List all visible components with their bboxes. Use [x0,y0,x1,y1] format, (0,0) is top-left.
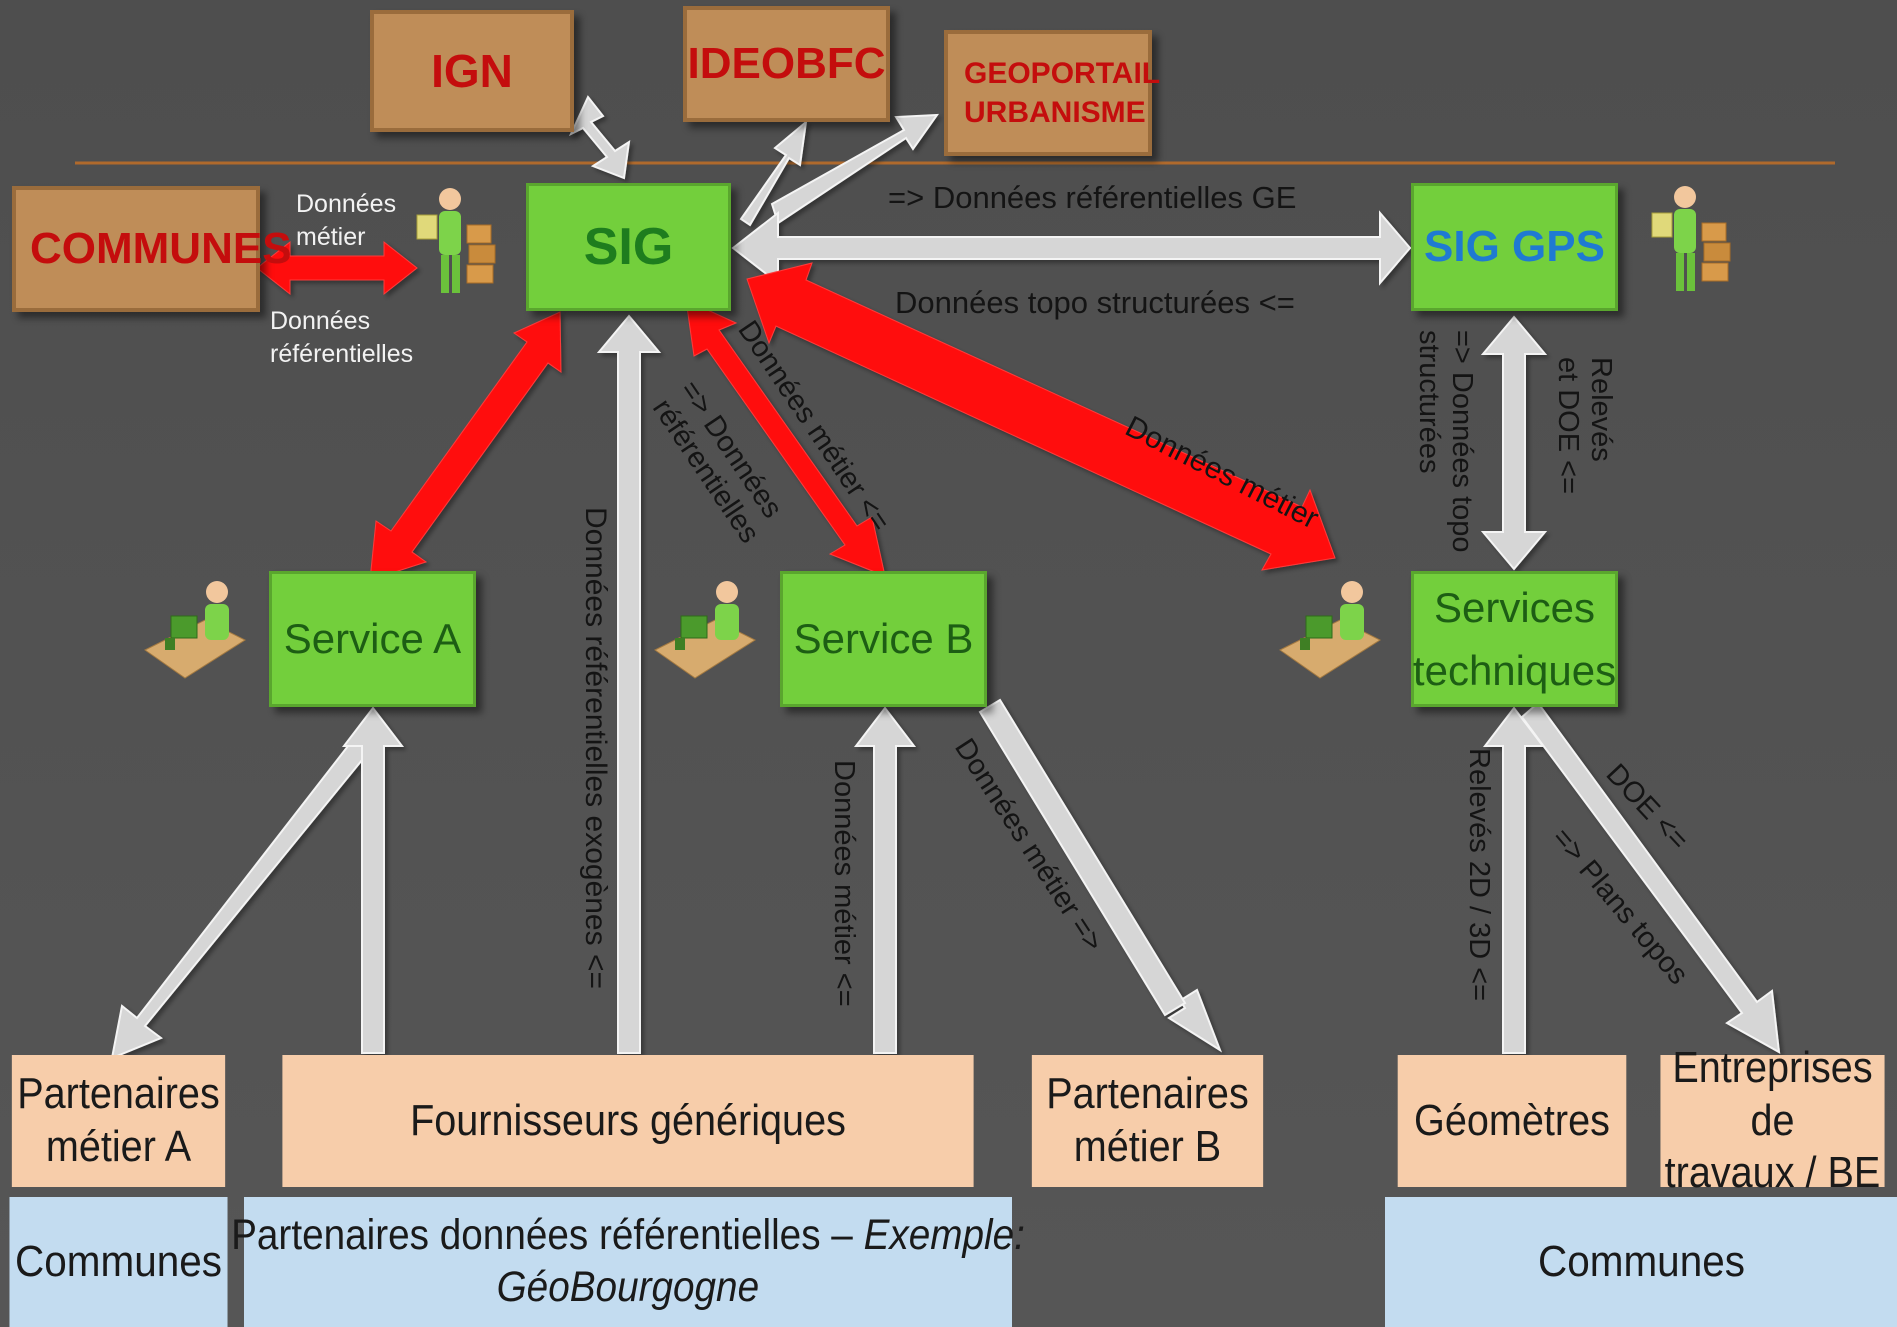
arrow-sig-servicestech [746,262,1336,571]
arrow-fournisseurs-servicea [341,706,405,1054]
arrow-fournisseurs-sig [596,314,662,1054]
geometres-box: Géomètres [1397,1055,1627,1187]
user-at-desk-icon [654,581,757,679]
user-at-desk-icon [1279,581,1382,679]
label-donnees-referentielles-top: Données référentielles [270,305,413,370]
geoportail-box: GEOPORTAIL URBANISME [944,30,1160,156]
arrow-services-entreprises [1520,701,1781,1054]
arrow-sig-ideobfc [739,119,808,227]
label-topo-down: => Données topo structurées [1411,330,1478,553]
communes-top-label: COMMUNES [30,224,292,273]
sig-node: SIG [526,183,731,311]
sig-gps-label: SIG GPS [1424,222,1605,271]
service-a-node: Service A [269,571,476,707]
partenaires-ref-line2: GéoBourgogne [496,1263,760,1311]
label-line: Données [270,307,371,335]
arrow-siggps-services [1480,315,1548,571]
services-techniques-label-line2: techniques [1412,647,1617,694]
fournisseurs-label: Fournisseurs génériques [410,1095,846,1145]
communes-left-box: Communes [9,1197,228,1327]
ign-label: IGN [431,45,513,97]
partenaires-a-line1: Partenaires [17,1069,220,1119]
service-b-label: Service B [793,615,974,662]
entreprises-line1: Entreprises de [1672,1042,1873,1145]
service-b-node: Service B [780,571,987,707]
label-donnees-metier-top: Données métier [296,188,396,253]
label-line: Relevés [1585,357,1617,462]
label-exogenes: Données référentielles exogènes <= [579,507,612,989]
entreprises-line2: travaux / BE [1664,1148,1881,1198]
arrow-serviceb-partenairesb-body [978,698,1187,1017]
user-with-books-icon [416,188,496,293]
geoportail-label-line2: URBANISME [964,96,1146,129]
arrow-servicea-partenaires [110,735,373,1060]
label-line: Données [296,190,397,218]
communes-top-box: COMMUNES [12,186,292,312]
geometres-label: Géomètres [1414,1095,1610,1145]
label-line: structurées [1412,330,1445,474]
label-metier-from-bottom: Données métier <= [828,760,860,1007]
services-techniques-label-line1: Services [1433,584,1596,631]
partenaires-b-line1: Partenaires [1046,1069,1249,1119]
communes-left-label: Communes [15,1236,222,1286]
arrow-sig-geoportail [770,113,939,225]
label-line: et DOE <= [1551,357,1584,495]
sig-gps-node: SIG GPS [1411,183,1618,311]
ideobfc-label: IDEOBFC [687,39,886,88]
partenaires-ref-example: Exemple: [863,1211,1025,1260]
label-line: => Données topo [1446,330,1478,553]
fournisseurs-box: Fournisseurs génériques [282,1055,974,1187]
partenaires-ref-line1: Partenaires données référentielles – Exe… [231,1210,1025,1262]
partenaires-ref-box: Partenaires données référentielles – Exe… [231,1197,1025,1327]
user-with-books-icon [1651,186,1731,291]
ideobfc-box: IDEOBFC [683,6,890,122]
label-line: métier [296,222,366,251]
arrow-fournisseurs-serviceb [853,706,917,1054]
user-at-desk-icon [144,581,247,679]
arrow-sig-siggps [731,210,1412,286]
geoportail-label-line1: GEOPORTAIL [964,57,1161,90]
label-ref-ge: => Données référentielles GE [888,180,1297,215]
partenaires-ref-line1-text: Partenaires données référentielles – [231,1211,864,1260]
communes-right-box: Communes [1385,1197,1897,1327]
arrow-ign-sig [568,95,631,180]
communes-right-label: Communes [1537,1236,1745,1286]
label-topo-struct: Données topo structurées <= [895,285,1295,320]
sig-label: SIG [583,218,674,276]
label-releves-2d3d: Relevés 2D / 3D <= [1463,748,1495,1002]
arrow-communes-metier [256,240,418,296]
partenaires-a-line2: métier A [45,1122,192,1171]
partenaires-a-box: Partenaires métier A [11,1055,226,1187]
partenaires-b-box: Partenaires métier B [1031,1055,1264,1187]
service-a-label: Service A [283,615,462,662]
ign-box: IGN [370,10,574,132]
services-techniques-node: Services techniques [1411,571,1618,707]
partenaires-b-line2: métier B [1073,1122,1222,1171]
label-line: référentielles [270,339,414,368]
label-releves-doe: Relevés et DOE <= [1550,357,1617,494]
entreprises-box: Entreprises de travaux / BE [1660,1043,1885,1197]
